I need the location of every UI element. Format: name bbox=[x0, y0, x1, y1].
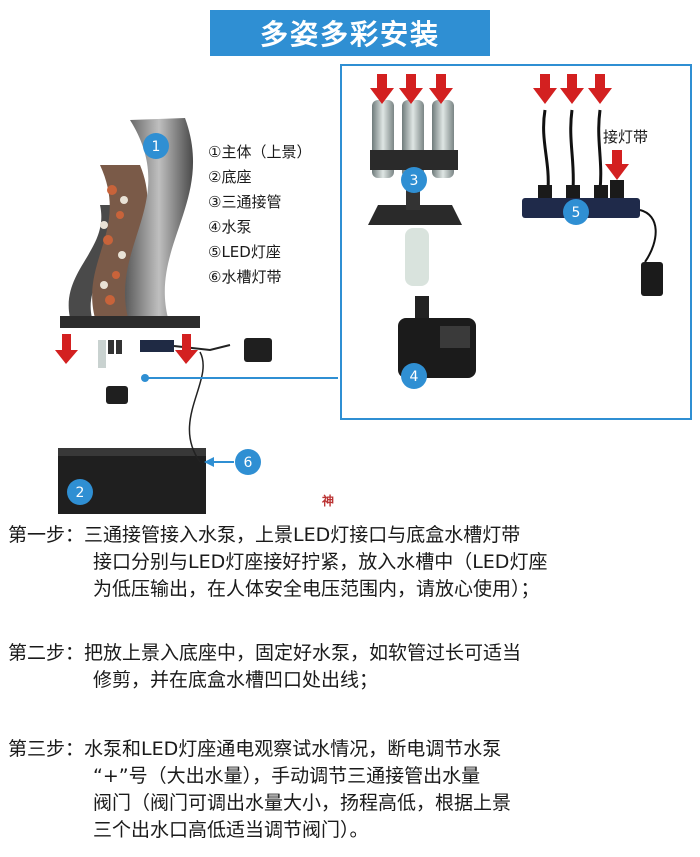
part-2: ②底座 bbox=[208, 168, 252, 186]
detail-box bbox=[340, 64, 692, 420]
step-2: 第二步：把放上景入底座中，固定好水泵，如软管过长可适当 修剪，并在底盒水槽凹口处… bbox=[8, 640, 521, 694]
step-3-line-2: “+”号（大出水量），手动调节三通接管出水量 bbox=[93, 765, 481, 787]
part-3: ③三通接管 bbox=[208, 193, 282, 211]
callout-3: 3 bbox=[401, 167, 427, 193]
small-pump bbox=[98, 340, 174, 404]
callout-5: 5 bbox=[563, 199, 589, 225]
callout-6: 6 bbox=[235, 449, 261, 475]
part-1: ①主体（上景） bbox=[208, 143, 312, 161]
arrow-led-strip bbox=[605, 150, 629, 180]
part-5: ⑤LED灯座 bbox=[208, 243, 281, 261]
step-2-line-1: 第二步：把放上景入底座中，固定好水泵，如软管过长可适当 bbox=[8, 642, 522, 664]
arrow-led-2 bbox=[560, 74, 584, 104]
three-way-pipe bbox=[368, 100, 462, 286]
step-3-line-1: 第三步：水泵和LED灯座通电观察试水情况，断电调节水泵 bbox=[8, 738, 502, 760]
part-4: ④水泵 bbox=[208, 218, 252, 236]
svg-text:1: 1 bbox=[152, 139, 161, 155]
page-title: 多姿多彩安装 bbox=[210, 10, 490, 56]
parts-list: ①主体（上景） ②底座 ③三通接管 ④水泵 ⑤LED灯座 ⑥水槽灯带 bbox=[208, 140, 311, 290]
svg-text:2: 2 bbox=[76, 485, 85, 501]
step-1-line-1: 第一步：三通接管接入水泵，上景LED灯接口与底盒水槽灯带 bbox=[8, 524, 521, 546]
callout-2: 2 bbox=[67, 479, 93, 505]
arrow-led-3 bbox=[588, 74, 612, 104]
step-1: 第一步：三通接管接入水泵，上景LED灯接口与底盒水槽灯带 接口分别与LED灯座接… bbox=[8, 522, 547, 603]
step-3-line-4: 三个出水口高低适当调节阀门）。 bbox=[93, 819, 369, 841]
svg-text:4: 4 bbox=[410, 369, 419, 385]
fountain-body bbox=[60, 118, 200, 328]
step-1-line-3: 为低压输出，在人体安全电压范围内，请放心使用）； bbox=[93, 578, 540, 600]
led-strip-label: 接灯带 bbox=[603, 128, 649, 146]
step-3: 第三步：水泵和LED灯座通电观察试水情况，断电调节水泵 “+”号（大出水量），手… bbox=[8, 736, 511, 844]
arrow-left bbox=[55, 334, 78, 364]
part-6: ⑥水槽灯带 bbox=[208, 268, 282, 286]
arrow-pipe-2 bbox=[399, 74, 423, 104]
svg-text:6: 6 bbox=[244, 455, 253, 471]
svg-text:3: 3 bbox=[410, 173, 419, 189]
callout-1: 1 bbox=[143, 133, 169, 159]
arrow-led-1 bbox=[533, 74, 557, 104]
watermark-seal: 神 bbox=[322, 494, 335, 508]
callout-4: 4 bbox=[401, 363, 427, 389]
svg-text:5: 5 bbox=[572, 205, 581, 221]
arrow-pipe-1 bbox=[370, 74, 394, 104]
step-3-line-3: 阀门（阀门可调出水量大小，扬程高低，根据上景 bbox=[93, 792, 512, 814]
step-2-line-2: 修剪，并在底盒水槽凹口处出线； bbox=[93, 669, 379, 691]
arrow-pipe-3 bbox=[429, 74, 453, 104]
water-pump bbox=[398, 296, 476, 378]
adapter-icon bbox=[244, 338, 272, 362]
step-1-line-2: 接口分别与LED灯座接好拧紧，放入水槽中（LED灯座 bbox=[93, 551, 548, 573]
led-holder bbox=[522, 109, 663, 296]
arrow-right bbox=[175, 334, 198, 364]
tank-led-cord bbox=[188, 351, 204, 463]
